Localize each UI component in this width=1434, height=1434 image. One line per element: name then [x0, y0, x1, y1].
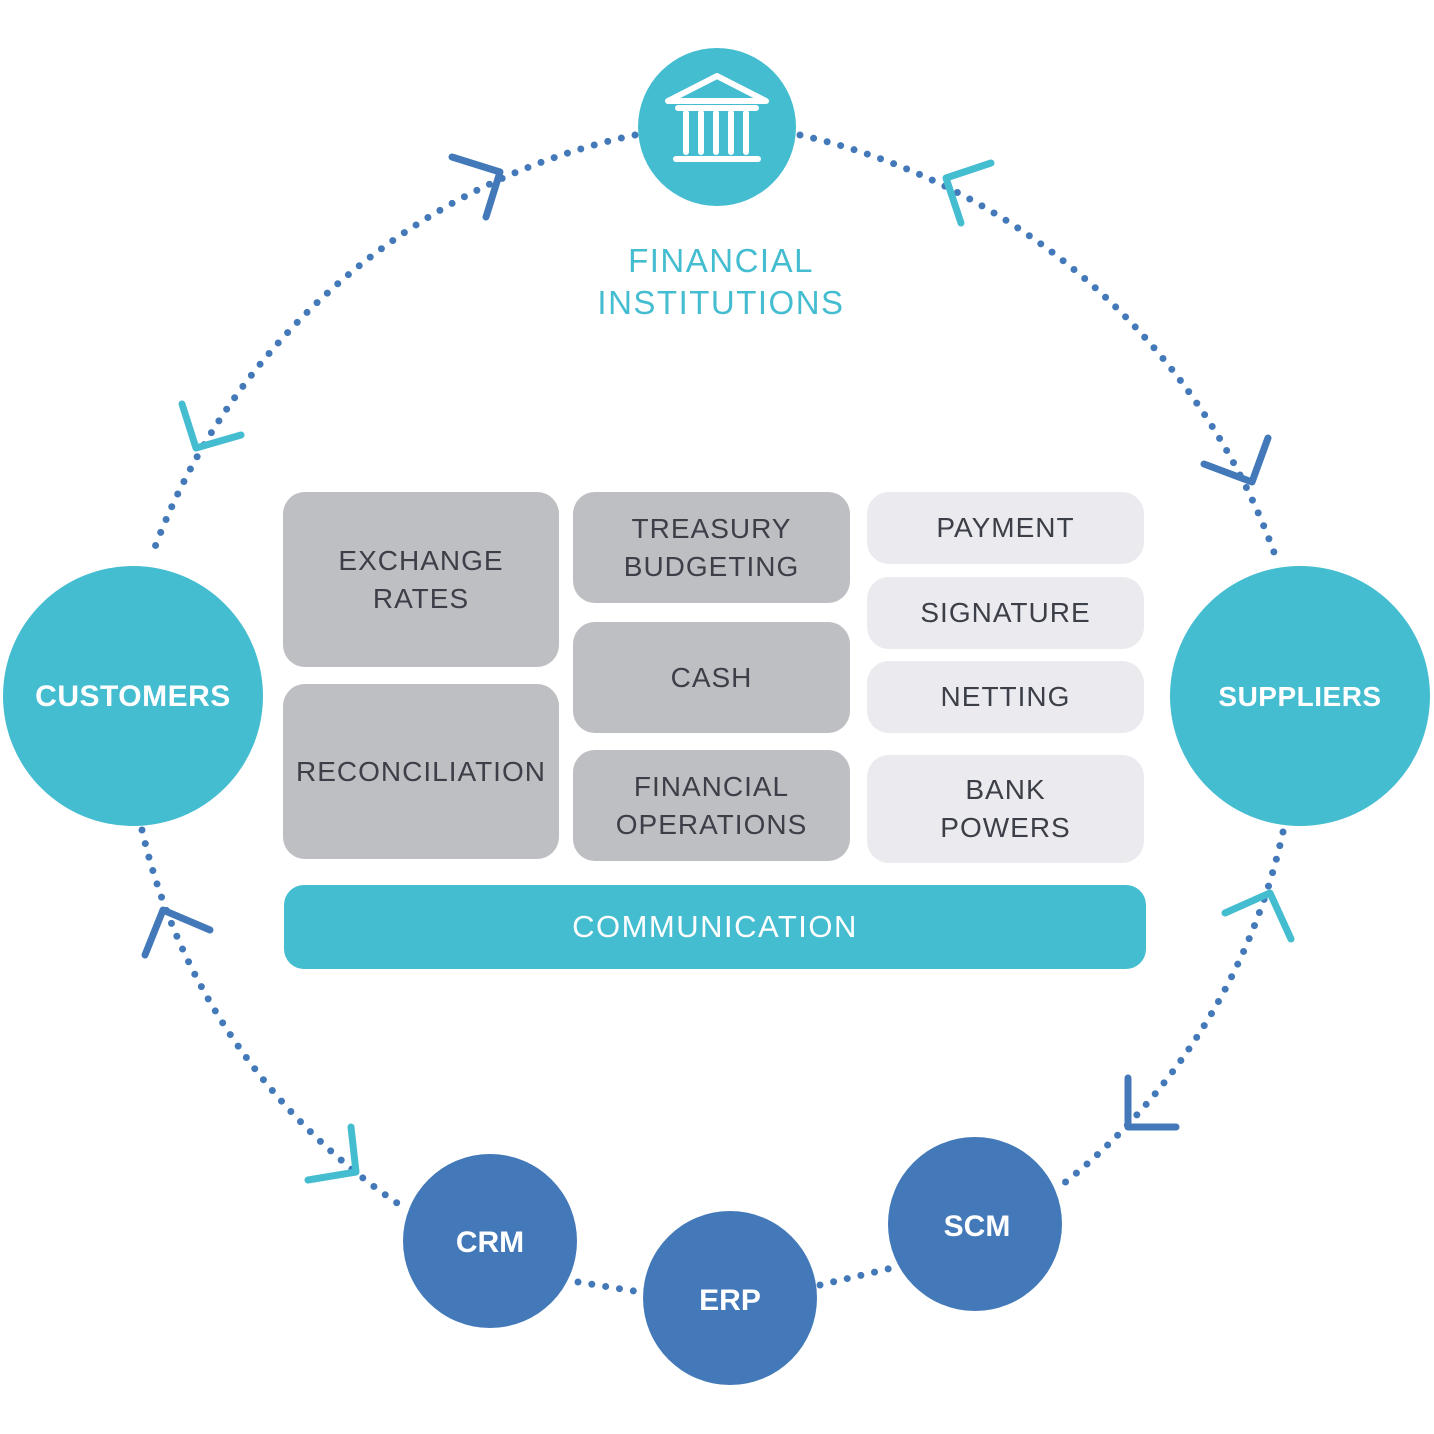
- treasury-budgeting-box: TREASURY BUDGETING: [573, 492, 850, 603]
- financial-operations-label: FINANCIAL OPERATIONS: [615, 770, 808, 840]
- connector-crm-erp: [574, 1278, 644, 1296]
- exchange-rates-box: EXCHANGE RATES: [283, 492, 559, 667]
- payment-box: PAYMENT: [867, 492, 1144, 564]
- crm-node: CRM: [403, 1154, 577, 1328]
- arrow-chevron-icon: [1124, 1074, 1180, 1131]
- bank-powers-box: BANK POWERS: [867, 755, 1144, 863]
- reconciliation-label: RECONCILIATION: [296, 755, 546, 787]
- scm-node: SCM: [888, 1137, 1062, 1311]
- financial-institutions-label-line1: FINANCIAL: [628, 242, 814, 279]
- arrow-chevron-icon: [178, 400, 245, 452]
- signature-label: SIGNATURE: [920, 597, 1091, 628]
- arrow-chevron-icon: [141, 906, 214, 959]
- bank-building-icon: [665, 73, 769, 162]
- arrow-chevron-icon: [304, 1123, 360, 1184]
- connector-fi-customers: [148, 131, 639, 559]
- arrow-chevron-icon: [1200, 434, 1272, 486]
- connector-fi-suppliers: [796, 131, 1279, 559]
- financial-institutions-node: [638, 48, 796, 206]
- signature-box: SIGNATURE: [867, 577, 1144, 649]
- connector-suppliers-scm: [1054, 828, 1287, 1192]
- suppliers-label: SUPPLIERS: [1218, 681, 1381, 712]
- customers-node: CUSTOMERS: [3, 566, 263, 826]
- cash-box: CASH: [573, 622, 850, 733]
- financial-operations-box: FINANCIAL OPERATIONS: [573, 750, 850, 861]
- exchange-rates-label: EXCHANGE RATES: [338, 544, 504, 614]
- netting-box: NETTING: [867, 661, 1144, 733]
- customers-label: CUSTOMERS: [35, 680, 231, 713]
- arrow-chevron-icon: [448, 153, 504, 221]
- crm-label: CRM: [456, 1226, 524, 1259]
- cash-label: CASH: [670, 661, 753, 693]
- arrow-chevron-icon: [1221, 889, 1295, 943]
- financial-institutions-label-line2: INSTITUTIONS: [597, 284, 844, 321]
- erp-label: ERP: [699, 1284, 761, 1317]
- suppliers-node: SUPPLIERS: [1170, 566, 1430, 826]
- communication-bar: COMMUNICATION: [284, 885, 1146, 969]
- communication-label: COMMUNICATION: [572, 909, 858, 944]
- scm-label: SCM: [944, 1210, 1011, 1243]
- reconciliation-box: RECONCILIATION: [283, 684, 559, 859]
- erp-node: ERP: [643, 1211, 817, 1385]
- connector-erp-scm: [816, 1264, 896, 1289]
- payment-label: PAYMENT: [936, 512, 1075, 543]
- bank-powers-label: BANK POWERS: [940, 774, 1071, 843]
- treasury-budgeting-label: TREASURY BUDGETING: [623, 512, 800, 582]
- netting-label: NETTING: [940, 681, 1071, 712]
- arrow-chevron-icon: [942, 159, 995, 227]
